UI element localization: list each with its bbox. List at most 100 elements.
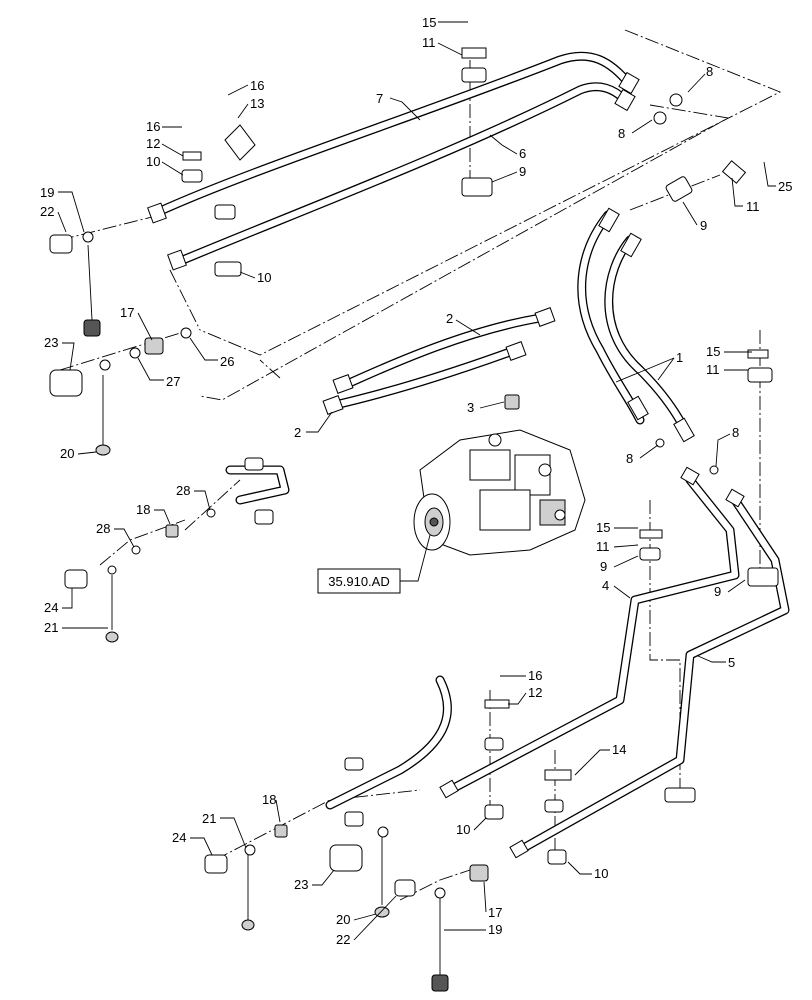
- svg-text:23: 23: [294, 877, 308, 892]
- clamps-brackets: [181, 47, 779, 865]
- callout-2: 2: [294, 411, 333, 440]
- callout-12: 12: [146, 136, 184, 157]
- hose-2-lower: [330, 347, 515, 410]
- callout-24: 24: [44, 588, 73, 615]
- svg-text:24: 24: [44, 600, 58, 615]
- callout-10: 10: [456, 817, 487, 837]
- svg-text:26: 26: [220, 354, 234, 369]
- callout-10: 10: [567, 861, 608, 881]
- hose-1: [577, 210, 690, 435]
- svg-text:6: 6: [519, 146, 526, 161]
- svg-text:10: 10: [456, 822, 470, 837]
- callout-19: 19: [444, 922, 502, 937]
- svg-text:7: 7: [376, 91, 383, 106]
- svg-text:12: 12: [528, 685, 542, 700]
- tube-7: [153, 51, 635, 217]
- svg-text:12: 12: [146, 136, 160, 151]
- callout-15: 15: [596, 520, 638, 535]
- svg-text:27: 27: [166, 374, 180, 389]
- callout-18: 18: [262, 792, 281, 823]
- svg-text:11: 11: [596, 539, 610, 554]
- svg-text:3: 3: [467, 400, 474, 415]
- svg-text:19: 19: [488, 922, 502, 937]
- callout-8: 8: [618, 119, 653, 141]
- callout-6: 6: [489, 134, 526, 161]
- callout-15: 15: [706, 344, 752, 359]
- callout-9: 9: [714, 579, 746, 599]
- tube-5: [515, 495, 790, 855]
- callout-8: 8: [715, 425, 739, 467]
- callout-9: 9: [600, 555, 639, 574]
- callout-17: 17: [483, 881, 502, 920]
- svg-text:20: 20: [60, 446, 74, 461]
- svg-text:15: 15: [422, 15, 436, 30]
- callout-17: 17: [120, 305, 153, 341]
- tube-6: [173, 82, 630, 267]
- svg-text:16: 16: [250, 78, 264, 93]
- svg-text:10: 10: [146, 154, 160, 169]
- svg-text:16: 16: [146, 119, 160, 134]
- callout-21: 21: [44, 620, 108, 635]
- svg-text:20: 20: [336, 912, 350, 927]
- callout-22: 22: [336, 895, 397, 947]
- svg-text:11: 11: [706, 362, 720, 377]
- svg-text:24: 24: [172, 830, 186, 845]
- callout-9: 9: [682, 201, 707, 233]
- callout-9: 9: [491, 164, 526, 183]
- callout-16: 16: [227, 78, 264, 96]
- hose-2-upper: [340, 313, 545, 390]
- callout-3: 3: [467, 400, 505, 415]
- callouts: 15 11 16 13 7 8 8 16 12 6 10 9 19 22 25 …: [40, 15, 792, 947]
- reference-box[interactable]: 35.910.AD: [317, 534, 431, 594]
- tube-4: [445, 475, 740, 795]
- svg-text:17: 17: [120, 305, 134, 320]
- svg-text:8: 8: [706, 64, 713, 79]
- callout-22: 22: [40, 204, 67, 233]
- svg-text:13: 13: [250, 96, 264, 111]
- callout-14: 14: [574, 742, 626, 776]
- hydraulic-pump: [413, 429, 586, 556]
- callout-27: 27: [137, 357, 180, 389]
- callout-5: 5: [697, 655, 735, 670]
- callout-28: 28: [176, 483, 211, 511]
- callout-21: 21: [202, 811, 247, 849]
- svg-text:18: 18: [262, 792, 276, 807]
- reference-label: 35.910.AD: [328, 574, 389, 589]
- svg-text:2: 2: [294, 425, 301, 440]
- svg-text:23: 23: [44, 335, 58, 350]
- callout-11: 11: [731, 177, 760, 214]
- callout-11: 11: [706, 362, 748, 377]
- svg-text:9: 9: [714, 584, 721, 599]
- svg-text:19: 19: [40, 185, 54, 200]
- callout-1: 1: [615, 350, 683, 383]
- svg-text:10: 10: [257, 270, 271, 285]
- callout-7: 7: [376, 91, 421, 121]
- callout-24: 24: [172, 830, 213, 856]
- svg-text:11: 11: [422, 35, 436, 50]
- callout-4: 4: [602, 578, 631, 599]
- svg-text:11: 11: [746, 199, 760, 214]
- svg-text:28: 28: [96, 521, 110, 536]
- callout-13: 13: [237, 96, 264, 119]
- callout-11: 11: [422, 35, 463, 56]
- callout-25: 25: [763, 161, 792, 194]
- svg-text:21: 21: [202, 811, 216, 826]
- svg-text:22: 22: [336, 932, 350, 947]
- callout-26: 26: [189, 337, 234, 369]
- callout-23: 23: [294, 869, 335, 892]
- svg-text:5: 5: [728, 655, 735, 670]
- callout-19: 19: [40, 185, 85, 233]
- svg-text:8: 8: [618, 126, 625, 141]
- svg-text:17: 17: [488, 905, 502, 920]
- svg-text:2: 2: [446, 311, 453, 326]
- svg-text:8: 8: [626, 451, 633, 466]
- callout-16: 16: [146, 119, 182, 134]
- svg-text:16: 16: [528, 668, 542, 683]
- svg-text:9: 9: [600, 559, 607, 574]
- callout-20: 20: [336, 912, 377, 927]
- callout-12: 12: [508, 685, 542, 705]
- svg-text:15: 15: [596, 520, 610, 535]
- callout-16: 16: [500, 668, 542, 683]
- svg-text:8: 8: [732, 425, 739, 440]
